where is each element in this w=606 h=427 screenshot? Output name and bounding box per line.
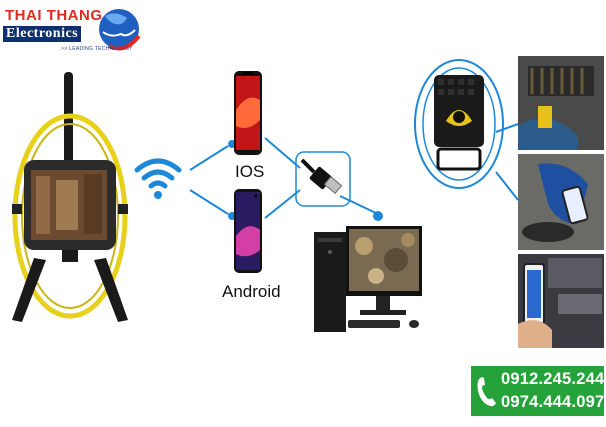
usb-cable-icon: [300, 158, 343, 195]
brand-logo: THAI THANG Electronics >> LEADING TECHNO…: [3, 2, 141, 60]
android-label: Android: [222, 282, 281, 301]
yellow-cable-coil: [12, 113, 128, 319]
ios-label: IOS: [235, 162, 265, 181]
phone-handset-icon: [477, 377, 496, 407]
right-leg: [94, 258, 128, 322]
camera-head-with-signal-rings: [414, 59, 504, 189]
logo-line-1: THAI THANG: [5, 7, 103, 24]
left-leg: [12, 258, 46, 322]
android-device: [234, 189, 262, 273]
wifi-icon: [134, 158, 182, 199]
logo-line-2: Electronics: [3, 26, 82, 42]
photo-drain-inspection: [518, 56, 604, 150]
logo-tagline: >> LEADING TECHNOLOGY: [61, 46, 133, 52]
phone-number-2[interactable]: 0974.444.097: [501, 393, 605, 411]
pc-tower: [314, 232, 346, 332]
usb-frame: [295, 151, 351, 207]
iphone-device: [234, 71, 262, 155]
mouse: [409, 320, 419, 328]
keyboard: [348, 320, 400, 328]
globe-swoosh-icon: [99, 9, 141, 51]
photo-manhole-inspection: [518, 154, 604, 250]
desktop-computer: [314, 226, 422, 332]
phone-number-1[interactable]: 0912.245.244: [501, 370, 605, 388]
photo-pipe-inspection: [518, 254, 604, 348]
contact-phone-box: 0912.245.244 0974.444.097: [471, 366, 604, 416]
inspection-camera-reel: [12, 72, 128, 322]
